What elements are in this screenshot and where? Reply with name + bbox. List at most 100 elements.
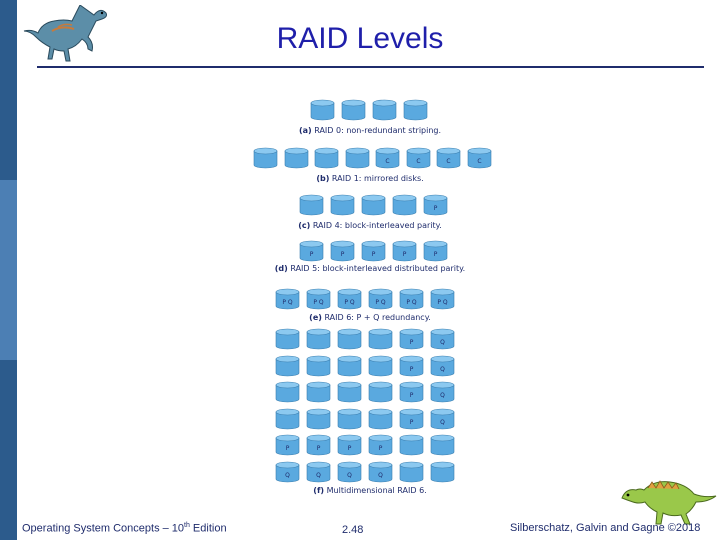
raid6-disk: P Q (306, 288, 331, 310)
raid1-disk (253, 147, 278, 169)
caption-raid6-id: (e) (309, 313, 322, 322)
raid4-disk (361, 194, 386, 216)
raid6-multi-disk: P (337, 434, 362, 456)
raid1-disk (314, 147, 339, 169)
footer-course: Operating System Concepts – 10th Edition (22, 522, 227, 535)
stripe-bottom (0, 360, 17, 540)
dinosaur-logo-top-left (23, 5, 107, 62)
raid5-disk-label: P (341, 251, 345, 258)
raid1-disk-label: C (446, 158, 450, 165)
raid6-disk: P Q (399, 288, 424, 310)
footer-course-prefix: Operating System Concepts – 10 (22, 522, 185, 535)
raid1-disk: C (375, 147, 400, 169)
slide-title: RAID Levels (276, 22, 444, 55)
raid6-multi-disk (368, 328, 393, 350)
footer-course-sup: th (184, 522, 190, 529)
caption-raid6-multi-text: Multidimensional RAID 6. (324, 486, 427, 495)
raid6-disk-label: P Q (344, 299, 355, 306)
raid0-disk (403, 99, 428, 121)
raid5-disk: P (361, 240, 386, 262)
raid6-multi-disk: Q (306, 461, 331, 482)
raid6-multi-disk (306, 355, 331, 376)
raid6-multi-disk: Q (368, 461, 393, 482)
raid1-disk-label: C (477, 158, 481, 165)
caption-raid0-id: (a) (298, 126, 312, 135)
raid6-multi-disk-label: P (348, 445, 352, 452)
raid6-multi-disk (368, 355, 393, 376)
raid6-multi-disk-label: P (379, 445, 383, 452)
raid6-multi-disk-label: Q (440, 339, 445, 346)
raid6-disk: P Q (275, 288, 300, 310)
raid6-multi-disk-label: P (410, 339, 414, 346)
raid1-disk: C (467, 147, 491, 169)
raid5-disk: P (392, 240, 417, 262)
raid4-disk-label: P (434, 205, 438, 212)
caption-raid6-text: RAID 6: P + Q redundancy. (321, 313, 431, 322)
raid6-multi-disk (275, 328, 300, 350)
raid6-multi-disk (337, 381, 362, 403)
raid6-multi-disk-label: P (410, 366, 414, 373)
raid6-multi-disk: P (306, 434, 331, 456)
raid6-multi-disk (306, 328, 331, 350)
raid6-multi-disk-label: P (410, 392, 414, 399)
stripe-middle (0, 180, 17, 360)
caption-raid5-id: (d) (274, 264, 288, 273)
caption-raid6-multi: (f) Multidimensional RAID 6. (260, 486, 480, 495)
raid6-disk: P Q (337, 288, 362, 310)
raid6-multi-disk-label: Q (440, 366, 445, 373)
raid6-disk-label: P Q (313, 299, 324, 306)
raid6-multi-disk-label: Q (440, 419, 445, 426)
raid6-multi-disk: P (399, 381, 424, 403)
caption-raid5-text: RAID 5: block-interleaved distributed pa… (287, 264, 466, 273)
raid6-multi-disk (275, 408, 300, 429)
title-divider (37, 66, 704, 68)
raid4-disk (330, 194, 355, 216)
caption-raid4: (c) RAID 4: block-interleaved parity. (260, 221, 480, 230)
raid6-multi-disk: Q (430, 408, 455, 429)
raid5-disk-label: P (403, 251, 407, 258)
raid4-disk: P (423, 194, 448, 216)
raid6-multi-disk (306, 381, 331, 403)
raid1-disk: C (436, 147, 461, 169)
caption-raid0-text: RAID 0: non-redundant striping. (311, 126, 442, 135)
raid5-disk-label: P (310, 251, 314, 258)
raid6-multi-disk-label: Q (440, 392, 445, 399)
raid6-multi-disk-label: P (317, 445, 321, 452)
raid6-multi-disk (275, 381, 300, 403)
raid6-disk: P Q (368, 288, 393, 310)
caption-raid4-text: RAID 4: block-interleaved parity. (310, 221, 442, 230)
raid6-multi-disk-label: P (286, 445, 290, 452)
raid6-multi-disk: Q (337, 461, 362, 482)
caption-raid0: (a) RAID 0: non-redundant striping. (260, 126, 480, 135)
caption-raid1: (b) RAID 1: mirrored disks. (260, 174, 480, 183)
raid1-disk-label: C (416, 158, 420, 165)
raid6-multi-disk: Q (430, 381, 455, 403)
caption-raid1-text: RAID 1: mirrored disks. (329, 174, 424, 183)
raid6-multi-disk (430, 461, 455, 482)
footer-course-suffix: Edition (189, 522, 227, 535)
raid0-disk (372, 99, 397, 121)
raid6-multi-disk: P (399, 355, 424, 376)
raid1-disk (345, 147, 369, 169)
raid0-disk (341, 99, 366, 121)
caption-raid6-multi-id: (f) (313, 486, 325, 495)
raid1-disk-label: C (385, 158, 389, 165)
raid6-disk-label: P Q (375, 299, 386, 306)
raid6-multi-disk (430, 434, 455, 456)
raid6-disk-label: P Q (437, 299, 448, 306)
raid6-multi-disk: P (368, 434, 393, 456)
raid4-disk (299, 194, 324, 216)
raid6-multi-disk-label: Q (378, 472, 383, 479)
raid6-multi-disk: Q (430, 355, 455, 376)
raid6-multi-disk: Q (275, 461, 300, 482)
raid6-multi-disk-label: Q (316, 472, 321, 479)
caption-raid1-id: (b) (316, 174, 330, 183)
raid6-disk-label: P Q (406, 299, 417, 306)
raid1-disk (284, 147, 308, 169)
raid5-disk-label: P (434, 251, 438, 258)
raid6-multi-disk: P (399, 408, 424, 429)
caption-raid4-id: (c) (298, 221, 311, 230)
raid6-multi-disk: P (399, 328, 424, 350)
raid6-multi-disk (337, 328, 362, 350)
